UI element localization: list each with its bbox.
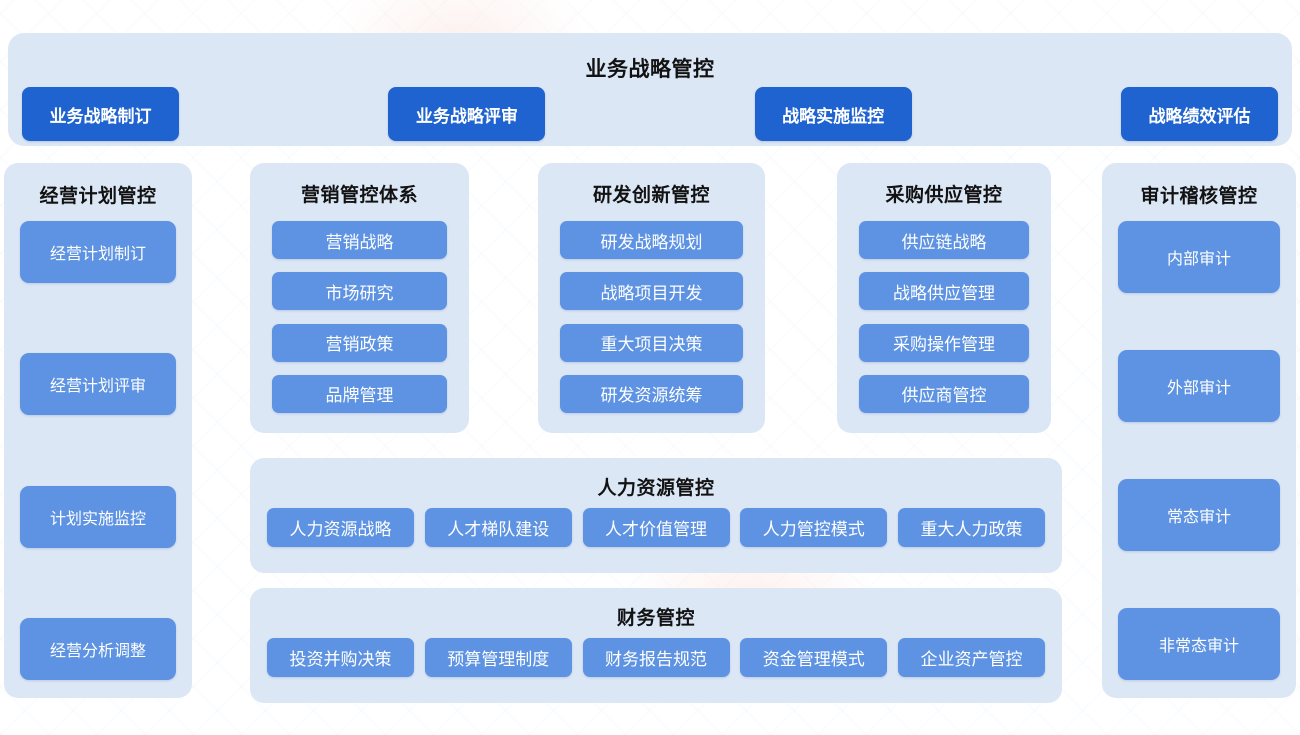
marketing-control-list: 营销战略 市场研究 营销政策 品牌管理 xyxy=(272,221,447,413)
finance-control-item-1[interactable]: 预算管理制度 xyxy=(424,638,572,677)
human-resources-panel: 人力资源管控 人力资源战略 人才梯队建设 人才价值管理 人力管控模式 重大人力政… xyxy=(250,458,1062,573)
procurement-supply-list: 供应链战略 战略供应管理 采购操作管理 供应商管控 xyxy=(859,221,1029,413)
audit-inspection-item-2[interactable]: 常态审计 xyxy=(1118,479,1280,551)
operating-plan-item-3[interactable]: 经营分析调整 xyxy=(20,617,176,680)
finance-control-button-row: 投资并购决策 预算管理制度 财务报告规范 资金管理模式 企业资产管控 xyxy=(267,638,1045,677)
marketing-control-item-2[interactable]: 营销政策 xyxy=(272,323,447,362)
procurement-supply-panel: 采购供应管控 供应链战略 战略供应管理 采购操作管理 供应商管控 xyxy=(837,163,1051,433)
operating-plan-item-2[interactable]: 计划实施监控 xyxy=(20,485,176,548)
human-resources-item-1[interactable]: 人才梯队建设 xyxy=(424,508,572,547)
marketing-control-title: 营销管控体系 xyxy=(300,185,418,206)
marketing-control-panel: 营销管控体系 营销战略 市场研究 营销政策 品牌管理 xyxy=(250,163,469,433)
operating-plan-list: 经营计划制订 经营计划评审 计划实施监控 经营分析调整 xyxy=(20,221,176,680)
operating-plan-panel: 经营计划管控 经营计划制订 经营计划评审 计划实施监控 经营分析调整 xyxy=(4,163,192,698)
human-resources-item-2[interactable]: 人才价值管理 xyxy=(582,508,730,547)
rd-innovation-list: 研发战略规划 战略项目开发 重大项目决策 研发资源统筹 xyxy=(560,221,743,413)
procurement-supply-item-3[interactable]: 供应商管控 xyxy=(859,374,1029,413)
business-strategy-title: 业务战略管控 xyxy=(585,58,715,81)
rd-innovation-item-2[interactable]: 重大项目决策 xyxy=(560,323,743,362)
audit-inspection-panel: 审计稽核管控 内部审计 外部审计 常态审计 非常态审计 xyxy=(1102,163,1296,698)
audit-inspection-title: 审计稽核管控 xyxy=(1140,186,1258,207)
rd-innovation-panel: 研发创新管控 研发战略规划 战略项目开发 重大项目决策 研发资源统筹 xyxy=(538,163,765,433)
rd-innovation-item-0[interactable]: 研发战略规划 xyxy=(560,221,743,259)
finance-control-item-2[interactable]: 财务报告规范 xyxy=(582,638,730,677)
business-strategy-panel: 业务战略管控 业务战略制订 业务战略评审 战略实施监控 战略绩效评估 xyxy=(8,33,1292,146)
business-strategy-item-3[interactable]: 战略绩效评估 xyxy=(1120,87,1278,141)
human-resources-item-3[interactable]: 人力管控模式 xyxy=(740,508,888,547)
finance-control-item-0[interactable]: 投资并购决策 xyxy=(267,638,414,677)
business-strategy-item-2[interactable]: 战略实施监控 xyxy=(754,87,912,141)
human-resources-button-row: 人力资源战略 人才梯队建设 人才价值管理 人力管控模式 重大人力政策 xyxy=(267,508,1045,547)
marketing-control-item-1[interactable]: 市场研究 xyxy=(272,272,447,311)
rd-innovation-item-3[interactable]: 研发资源统筹 xyxy=(560,374,743,413)
audit-inspection-list: 内部审计 外部审计 常态审计 非常态审计 xyxy=(1118,221,1280,680)
finance-control-item-3[interactable]: 资金管理模式 xyxy=(740,638,888,677)
marketing-control-item-0[interactable]: 营销战略 xyxy=(272,221,447,259)
procurement-supply-item-1[interactable]: 战略供应管理 xyxy=(859,272,1029,311)
marketing-control-item-3[interactable]: 品牌管理 xyxy=(272,374,447,413)
procurement-supply-title: 采购供应管控 xyxy=(885,185,1003,206)
business-strategy-item-1[interactable]: 业务战略评审 xyxy=(388,87,546,141)
human-resources-item-0[interactable]: 人力资源战略 xyxy=(267,508,414,547)
business-strategy-item-0[interactable]: 业务战略制订 xyxy=(22,87,179,141)
audit-inspection-item-1[interactable]: 外部审计 xyxy=(1118,350,1280,422)
operating-plan-title: 经营计划管控 xyxy=(39,186,157,207)
operating-plan-item-0[interactable]: 经营计划制订 xyxy=(20,221,176,283)
procurement-supply-item-2[interactable]: 采购操作管理 xyxy=(859,323,1029,362)
rd-innovation-title: 研发创新管控 xyxy=(592,185,710,206)
human-resources-item-4[interactable]: 重大人力政策 xyxy=(898,508,1045,547)
audit-inspection-item-0[interactable]: 内部审计 xyxy=(1118,221,1280,293)
operating-plan-item-1[interactable]: 经营计划评审 xyxy=(20,353,176,416)
finance-control-item-4[interactable]: 企业资产管控 xyxy=(898,638,1045,677)
business-strategy-button-row: 业务战略制订 业务战略评审 战略实施监控 战略绩效评估 xyxy=(22,87,1278,141)
procurement-supply-item-0[interactable]: 供应链战略 xyxy=(859,221,1029,259)
rd-innovation-item-1[interactable]: 战略项目开发 xyxy=(560,272,743,311)
human-resources-title: 人力资源管控 xyxy=(597,478,715,499)
finance-control-panel: 财务管控 投资并购决策 预算管理制度 财务报告规范 资金管理模式 企业资产管控 xyxy=(250,588,1062,703)
audit-inspection-item-3[interactable]: 非常态审计 xyxy=(1118,608,1280,680)
finance-control-title: 财务管控 xyxy=(616,608,695,629)
